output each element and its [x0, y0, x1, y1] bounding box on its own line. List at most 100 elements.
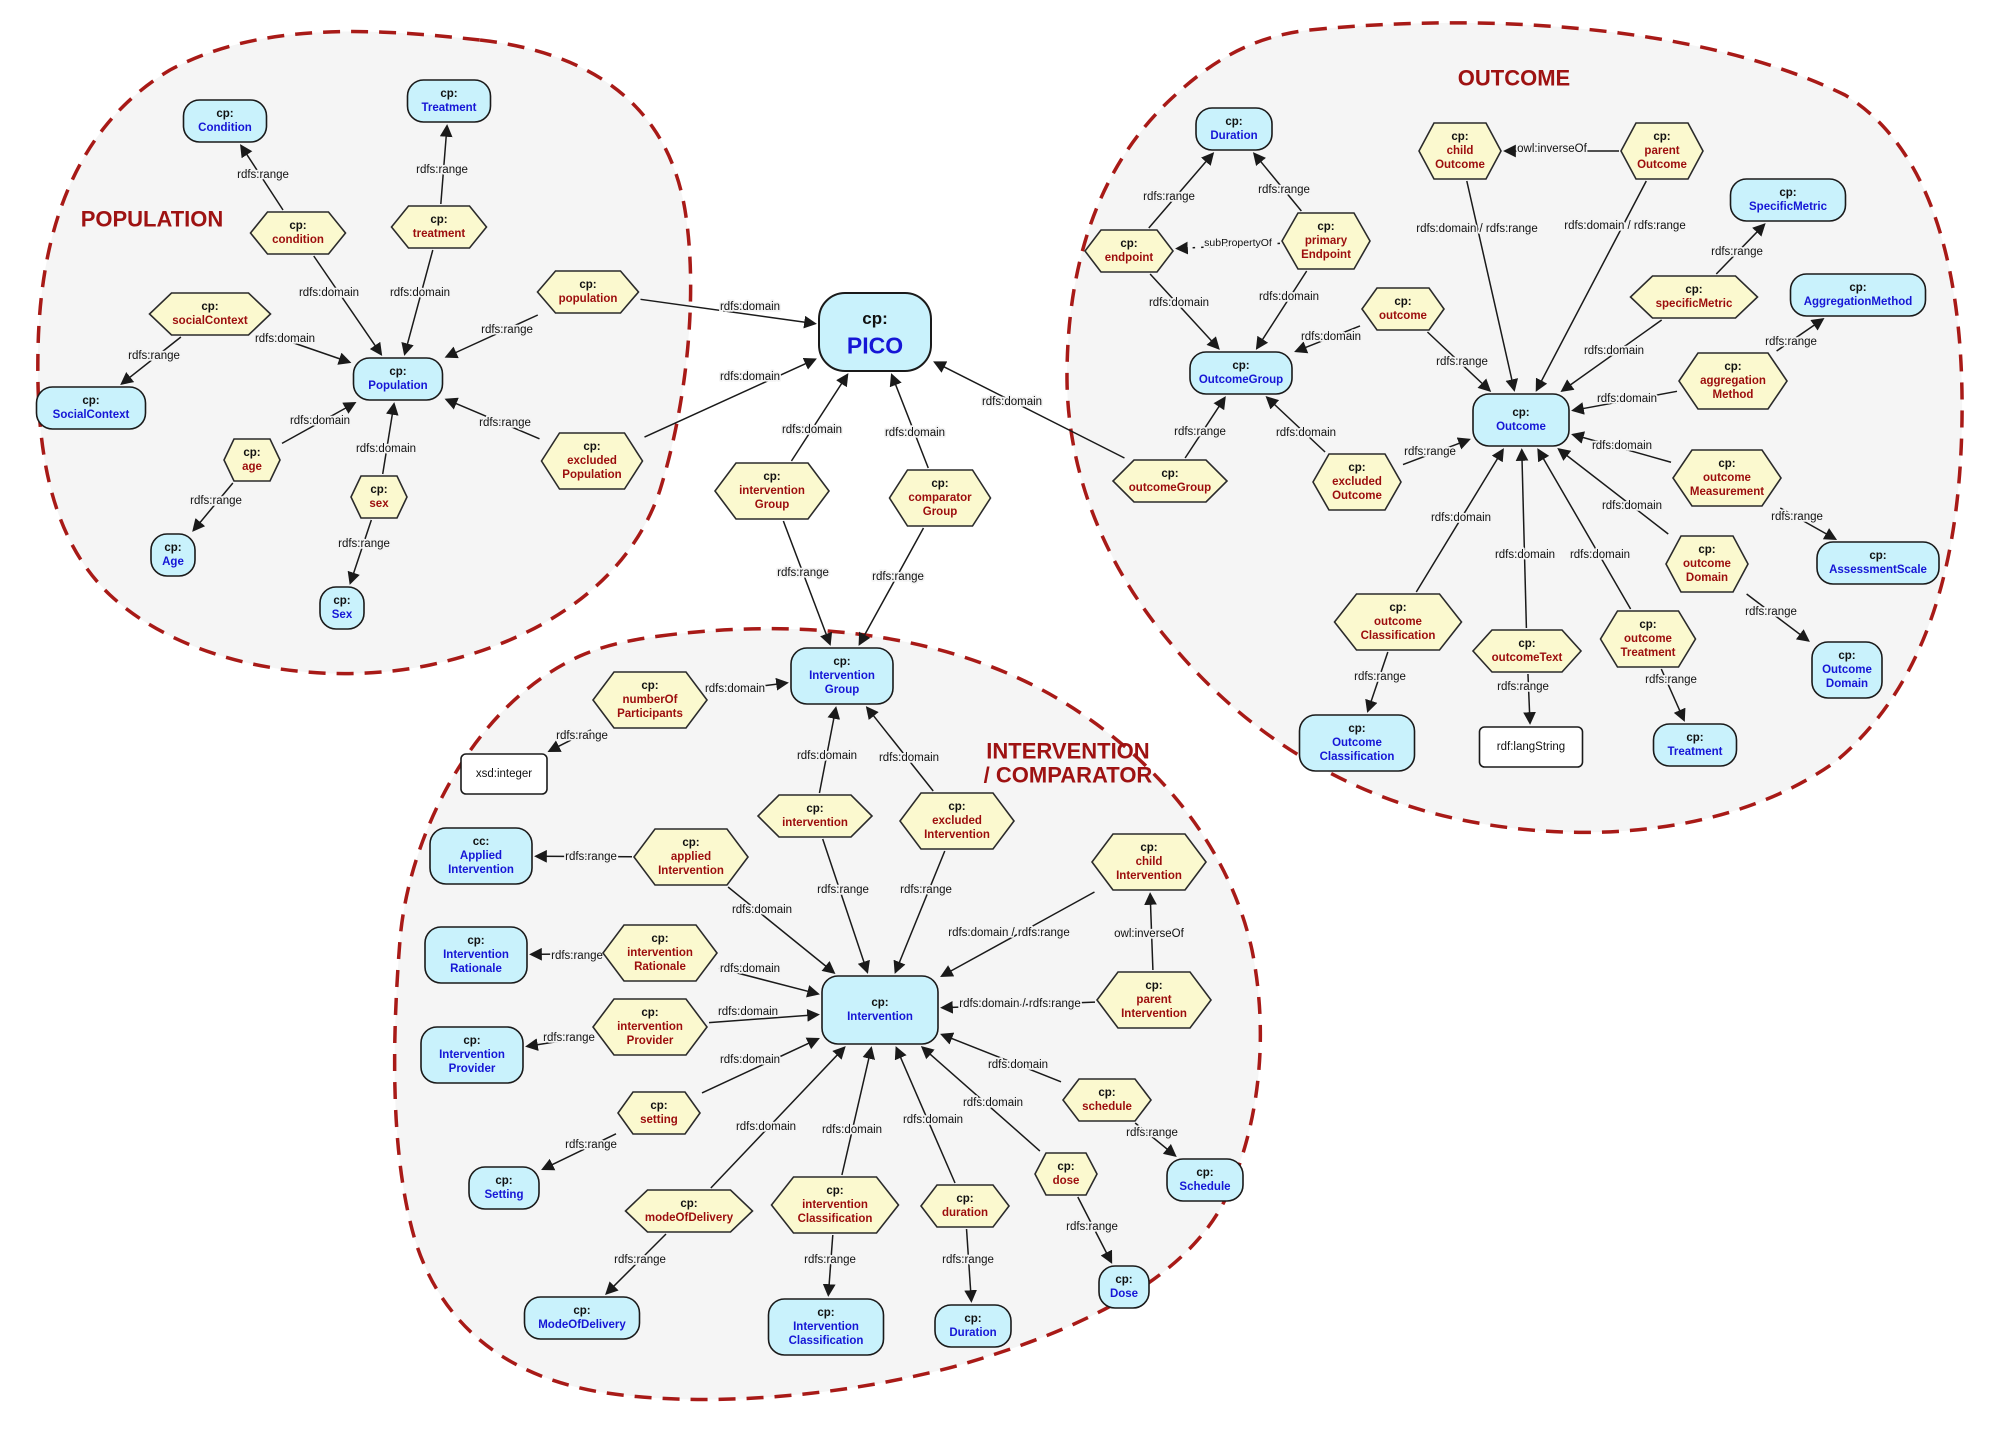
- edge-socialContextP-Population: [272, 334, 352, 365]
- node-prefix: cp:: [931, 478, 948, 490]
- node-label: outcome: [1624, 633, 1672, 645]
- edge-outcomeClassificationP-OutcomeClassificationC: [1365, 651, 1389, 713]
- edge-interventionP-InterventionGroupC: [818, 706, 841, 794]
- node-prefix: cp:: [463, 1035, 480, 1047]
- edge-label: rdfs:domain: [1570, 549, 1630, 561]
- edge-modeOfDeliveryP-InterventionC: [710, 1046, 846, 1189]
- node-label: comparator: [908, 492, 972, 504]
- property-node-endpointP: cp:endpoint: [1083, 229, 1175, 273]
- class-node-Sex: cp:Sex: [319, 586, 365, 630]
- edge-primaryEndpointP-endpointP: [1175, 241, 1281, 255]
- node-prefix: cp:: [1838, 650, 1855, 662]
- class-node-SettingC: cp:Setting: [468, 1166, 540, 1210]
- node-label: specificMetric: [1656, 298, 1733, 310]
- node-label: intervention: [617, 1021, 683, 1033]
- datatype-node-langString: rdf:langString: [1478, 726, 1584, 768]
- node-label: Age: [162, 556, 184, 568]
- node-label: age: [242, 461, 262, 473]
- node-prefix: cp:: [680, 1198, 697, 1210]
- edge-label: rdfs:range: [1258, 184, 1310, 196]
- property-node-conditionP: cp:condition: [249, 211, 347, 255]
- node-label: intervention: [627, 947, 693, 959]
- edge-label: rdfs:range: [777, 567, 829, 579]
- property-node-populationP: cp:population: [536, 270, 640, 314]
- node-prefix: cp:: [1849, 282, 1866, 294]
- node-label: schedule: [1082, 1101, 1132, 1113]
- edge-label: rdfs:range: [543, 1032, 595, 1044]
- cluster-title-intervention-comparator: INTERVENTION: [986, 739, 1149, 764]
- edge-outcomeGroupP-PICO: [933, 361, 1125, 459]
- class-node-OutcomeGroupC: cp:OutcomeGroup: [1189, 351, 1293, 395]
- edge-interventionP-InterventionC: [821, 838, 870, 974]
- edge-label: rdfs:domain: [879, 752, 939, 764]
- edge-interventionClassificationP-InterventionClassificationC: [822, 1234, 836, 1297]
- edge-label: rdfs:domain: [822, 1124, 882, 1136]
- node-label: Domain: [1686, 572, 1728, 584]
- edge-outcomeDomainP-OutcomeDomainC: [1746, 593, 1810, 642]
- class-node-Age: cp:Age: [150, 533, 196, 577]
- node-label: Population: [562, 469, 621, 481]
- edge-doseP-InterventionC: [920, 1046, 1041, 1152]
- edge-label: rdfs:domain: [720, 1054, 780, 1066]
- edge-label: rdfs:range: [900, 884, 952, 896]
- cluster-population-outline: [36, 29, 693, 676]
- node-prefix: cp:: [579, 279, 596, 291]
- edge-label: rdfs:domain: [988, 1059, 1048, 1071]
- edge-label: rdfs:range: [614, 1254, 666, 1266]
- node-label: parent: [1136, 994, 1171, 1006]
- edge-excludedOutcomeP-OutcomeGroupC: [1265, 396, 1326, 453]
- edge-label: rdfs:range: [237, 169, 289, 181]
- property-node-specificMetricP: cp:specificMetric: [1629, 275, 1759, 319]
- node-prefix: cp:: [1120, 238, 1137, 250]
- edge-label: rdfs:domain: [718, 1006, 778, 1018]
- edge-socialContextP-SocialContext: [120, 336, 182, 385]
- node-label: excluded: [567, 455, 617, 467]
- node-prefix: cp:: [573, 1305, 590, 1317]
- edge-treatmentP-Population: [401, 249, 434, 356]
- node-label: parent: [1644, 145, 1679, 157]
- datatype-label: xsd:integer: [476, 768, 532, 780]
- node-label: Treatment: [1621, 647, 1676, 659]
- node-prefix: cc:: [473, 836, 490, 848]
- node-label: outcomeGroup: [1129, 482, 1211, 494]
- node-prefix: cp:: [1451, 131, 1468, 143]
- edge-label: rdfs:domain: [736, 1121, 796, 1133]
- node-prefix: cp:: [1348, 462, 1365, 474]
- edge-excludedInterventionP-InterventionGroupC: [865, 706, 934, 792]
- edge-label: rdfs:range: [1143, 191, 1195, 203]
- node-label: Outcome: [1637, 159, 1687, 171]
- class-node-Population: cp:Population: [352, 357, 444, 401]
- node-label: intervention: [802, 1199, 868, 1211]
- edge-outcomeMeasurementP-OutcomeC: [1571, 431, 1672, 463]
- edge-label: rdfs:range: [817, 884, 869, 896]
- node-label: PICO: [847, 333, 903, 359]
- edge-aggregationMethodP-OutcomeC: [1571, 390, 1678, 415]
- node-prefix: cp:: [826, 1185, 843, 1197]
- node-label: Intervention: [658, 865, 724, 877]
- node-label: Intervention: [847, 1011, 913, 1023]
- node-label: excluded: [932, 815, 982, 827]
- node-prefix: cp:: [1639, 619, 1656, 631]
- edge-durationP-InterventionC: [894, 1046, 956, 1184]
- node-label: Classification: [789, 1335, 864, 1347]
- edge-outcomeGroupP-OutcomeGroupC: [1184, 396, 1226, 459]
- property-node-outcomeGroupP: cp:outcomeGroup: [1111, 459, 1229, 503]
- class-node-AggregationMethodC: cp:AggregationMethod: [1789, 273, 1927, 317]
- node-prefix: cp:: [948, 801, 965, 813]
- edge-label: rdfs:range: [338, 538, 390, 550]
- node-label: Domain: [1826, 678, 1868, 690]
- node-prefix: cp:: [833, 656, 850, 668]
- edge-label: rdfs:domain: [1431, 512, 1491, 524]
- edge-label: rdfs:range: [565, 1139, 617, 1151]
- edge-label: rdfs:domain / rdfs:range: [1416, 223, 1537, 235]
- edge-appliedInterventionP-InterventionC: [727, 886, 836, 974]
- property-node-sexP: cp:sex: [350, 475, 408, 519]
- edge-endpointP-OutcomeGroupC: [1149, 273, 1220, 350]
- edge-label: rdfs:range: [942, 1254, 994, 1266]
- node-prefix: cp:: [817, 1307, 834, 1319]
- node-label: child: [1136, 856, 1163, 868]
